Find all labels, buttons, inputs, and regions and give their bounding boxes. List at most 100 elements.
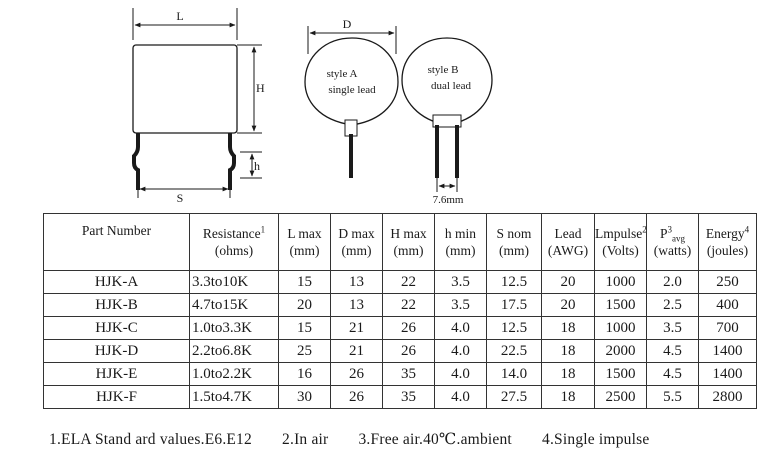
header-label: h min	[444, 226, 477, 241]
cell-resistance: 2.2to6.8K	[189, 339, 279, 363]
cell-part-number: HJK-A	[43, 270, 190, 294]
header-label: Lead	[554, 226, 582, 241]
cell-energy: 250	[698, 270, 757, 294]
cell-h-max: 26	[382, 316, 435, 340]
cell-h-min: 3.5	[434, 293, 487, 317]
dim-H-label: H	[256, 81, 265, 95]
style-a-label-line1: style A	[327, 68, 358, 80]
cell-l-max: 15	[278, 316, 331, 340]
cell-h-min: 4.0	[434, 385, 487, 409]
header-label: Part Number	[81, 223, 152, 238]
table-row: HJK-B 4.7to15K 20 13 22 3.5 17.5 20 1500…	[43, 293, 757, 317]
table-row: HJK-D 2.2to6.8K 25 21 26 4.0 22.5 18 200…	[43, 339, 757, 363]
style-b-label-line2: dual lead	[431, 80, 472, 92]
header-h-max: H max (mm)	[382, 213, 435, 271]
cell-s-nom: 27.5	[486, 385, 542, 409]
cell-l-max: 25	[278, 339, 331, 363]
header-impulse: Lmpulse2 (Volts)	[594, 213, 647, 271]
rect-body	[132, 44, 238, 134]
header-unit: (joules)	[706, 243, 749, 258]
cell-part-number: HJK-D	[43, 339, 190, 363]
footnotes: 1.ELA Stand ard values.E6.E12 2.In air 3…	[49, 430, 675, 449]
header-label: P	[659, 226, 668, 241]
dim-h-label: h	[254, 159, 260, 173]
header-s-nom: S nom (mm)	[486, 213, 542, 271]
header-label: Resistance	[202, 226, 261, 241]
cell-impulse: 1500	[594, 362, 647, 386]
header-unit: (mm)	[289, 243, 320, 258]
header-label: Energy	[705, 226, 745, 241]
cell-h-min: 4.0	[434, 362, 487, 386]
table-row: HJK-E 1.0to2.2K 16 26 35 4.0 14.0 18 150…	[43, 362, 757, 386]
cell-l-max: 20	[278, 293, 331, 317]
cell-energy: 2800	[698, 385, 757, 409]
cell-p-avg: 5.5	[646, 385, 699, 409]
style-b-disc-drawing: style B dual lead 7.6mm	[401, 37, 493, 206]
table-row: HJK-F 1.5to4.7K 30 26 35 4.0 27.5 18 250…	[43, 385, 757, 409]
cell-d-max: 13	[330, 270, 383, 294]
footnote-ref: 2	[642, 224, 647, 235]
cell-s-nom: 17.5	[486, 293, 542, 317]
cell-p-avg: 3.5	[646, 316, 699, 340]
header-subscript: avg	[672, 233, 685, 244]
cell-h-min: 4.0	[434, 316, 487, 340]
cell-h-max: 26	[382, 339, 435, 363]
cell-s-nom: 12.5	[486, 270, 542, 294]
lead-spacing-label: 7.6mm	[433, 194, 464, 206]
cell-lead: 20	[541, 270, 595, 294]
cell-resistance: 3.3to10K	[189, 270, 279, 294]
header-unit: (Volts)	[602, 243, 639, 258]
table-row: HJK-A 3.3to10K 15 13 22 3.5 12.5 20 1000…	[43, 270, 757, 294]
header-h-min: h min (mm)	[434, 213, 487, 271]
rectangular-body-drawing: L H h S	[132, 8, 265, 205]
header-p-avg: P3avg (watts)	[646, 213, 699, 271]
cell-resistance: 1.0to3.3K	[189, 316, 279, 340]
cell-energy: 1400	[698, 339, 757, 363]
cell-lead: 18	[541, 385, 595, 409]
cell-lead: 20	[541, 293, 595, 317]
cell-resistance: 1.5to4.7K	[189, 385, 279, 409]
dim-D-label: D	[343, 17, 352, 31]
footnote-ref: 1	[260, 224, 266, 235]
footnote-1: 1.ELA Stand ard values.E6.E12	[49, 431, 252, 448]
cell-lead: 18	[541, 362, 595, 386]
cell-impulse: 2000	[594, 339, 647, 363]
cell-l-max: 16	[278, 362, 331, 386]
header-lead: Lead (AWG)	[541, 213, 595, 271]
cell-h-max: 35	[382, 385, 435, 409]
cell-d-max: 13	[330, 293, 383, 317]
style-a-disc-drawing: D style A single lead	[304, 17, 399, 178]
header-unit: (watts)	[653, 243, 692, 258]
footnote-4: 4.Single impulse	[542, 431, 650, 448]
header-label: Lmpulse	[595, 226, 643, 241]
cell-d-max: 26	[330, 362, 383, 386]
header-label: L max	[287, 226, 322, 241]
dim-L-label: L	[176, 9, 183, 23]
cell-s-nom: 22.5	[486, 339, 542, 363]
header-d-max: D max (mm)	[330, 213, 383, 271]
header-unit: (mm)	[341, 243, 372, 258]
cell-h-max: 35	[382, 362, 435, 386]
cell-energy: 400	[698, 293, 757, 317]
cell-h-max: 22	[382, 270, 435, 294]
cell-impulse: 2500	[594, 385, 647, 409]
cell-d-max: 21	[330, 316, 383, 340]
dim-S-label: S	[177, 191, 184, 205]
header-unit: (mm)	[445, 243, 476, 258]
cell-p-avg: 4.5	[646, 339, 699, 363]
footnote-ref: 3	[667, 224, 673, 235]
cell-part-number: HJK-B	[43, 293, 190, 317]
header-resistance: Resistance1 (ohms)	[189, 213, 279, 271]
header-unit: (mm)	[393, 243, 424, 258]
spec-table-body: HJK-A 3.3to10K 15 13 22 3.5 12.5 20 1000…	[43, 270, 757, 409]
cell-part-number: HJK-F	[43, 385, 190, 409]
spec-table-header: Part Number Resistance1 (ohms) L max (mm…	[43, 213, 757, 271]
header-energy: Energy4 (joules)	[698, 213, 757, 271]
header-unit: (AWG)	[547, 243, 589, 258]
cell-h-min: 3.5	[434, 270, 487, 294]
style-a-label-line2: single lead	[328, 84, 376, 96]
cell-impulse: 1500	[594, 293, 647, 317]
cell-lead: 18	[541, 339, 595, 363]
header-label: S nom	[496, 226, 532, 241]
cell-resistance: 1.0to2.2K	[189, 362, 279, 386]
